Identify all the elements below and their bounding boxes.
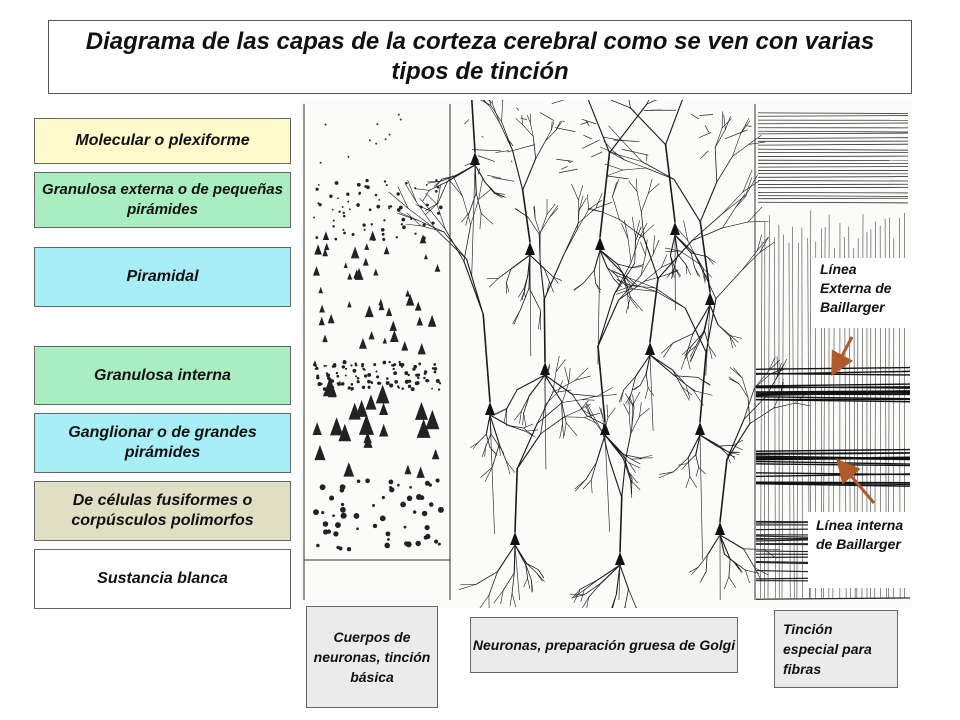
layer-sustancia-blanca: Sustancia blanca — [34, 549, 291, 609]
internal-baillarger-label: Línea interna de Baillarger — [808, 512, 912, 588]
external-baillarger-label: Línea Externa de Baillarger — [812, 258, 912, 328]
layer-molecular: Molecular o plexiforme — [34, 118, 291, 164]
caption-fibers: Tinción especial para fibras — [774, 610, 898, 688]
layer-ganglionar: Ganglionar o de grandes pirámides — [34, 413, 291, 473]
caption-nissl: Cuerpos de neuronas, tinción básica — [306, 606, 438, 708]
cortex-illustration — [300, 100, 912, 608]
diagram-title: Diagrama de las capas de la corteza cere… — [48, 20, 912, 94]
nissl-stain-panel — [303, 104, 451, 600]
arrow-internal-line — [836, 458, 876, 504]
baillarger-arrows — [831, 336, 876, 504]
layer-piramidal: Piramidal — [34, 247, 291, 307]
layer-fusiformes: De células fusiformes o corpúsculos poli… — [34, 481, 291, 541]
layer-granulosa-externa: Granulosa externa o de pequeñas pirámide… — [34, 172, 291, 228]
caption-golgi: Neuronas, preparación gruesa de Golgi — [470, 617, 738, 673]
arrow-external-line — [831, 336, 854, 377]
layer-granulosa-interna: Granulosa interna — [34, 346, 291, 405]
golgi-stain-panel — [388, 100, 811, 608]
